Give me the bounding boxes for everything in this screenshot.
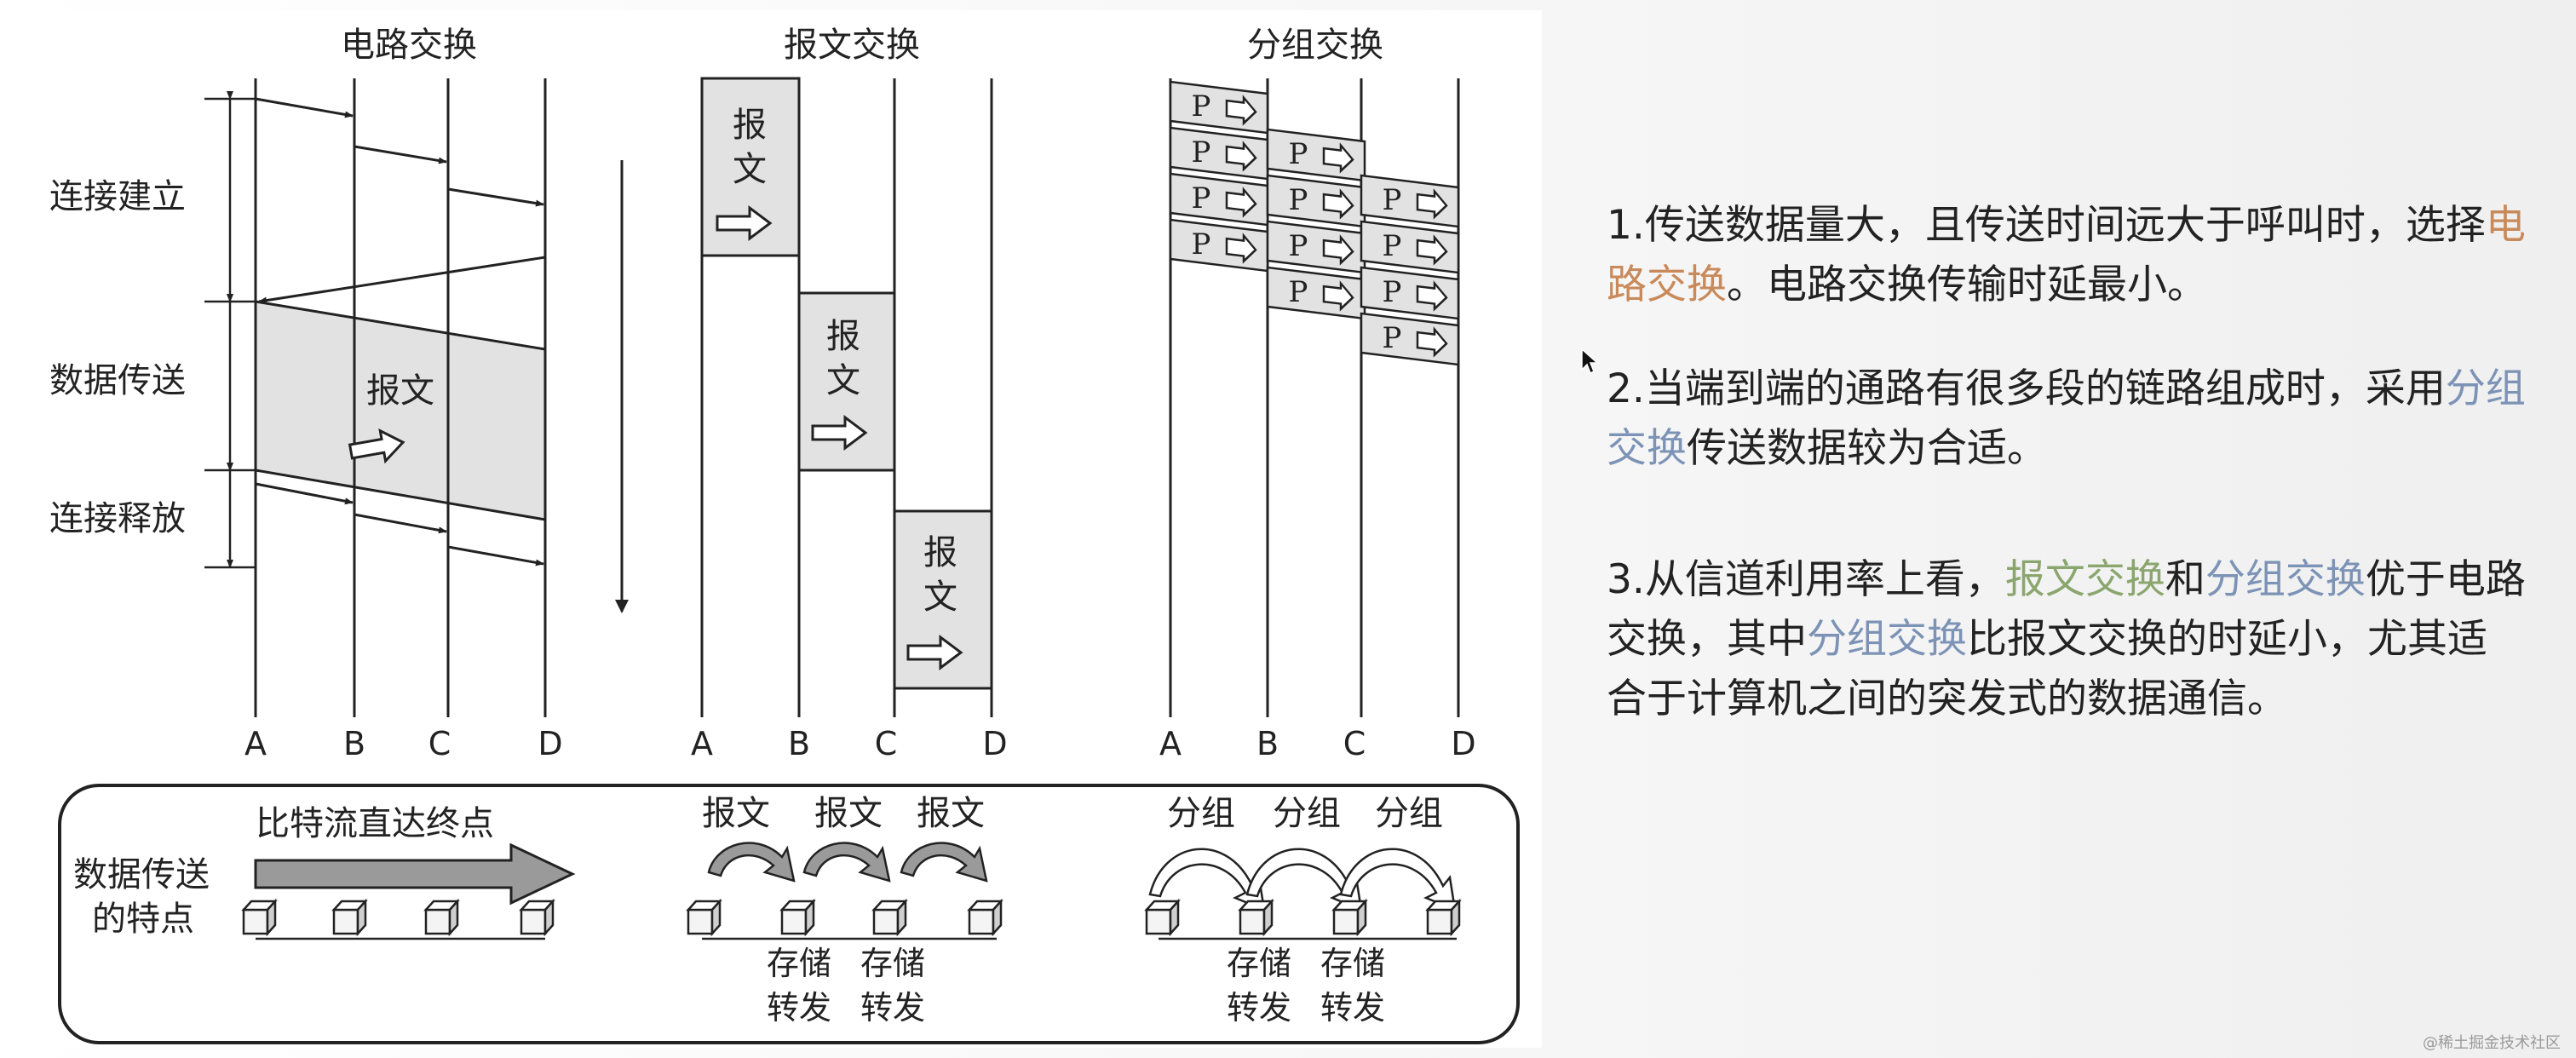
svg-text:报文: 报文 <box>917 794 985 833</box>
svg-text:文: 文 <box>733 150 767 189</box>
highlight-packet: 分组交换 <box>2205 556 2366 603</box>
note-2: 2.当端到端的通路有很多段的链路组成时，采用分组交换传送数据较为合适。 <box>1607 365 2526 472</box>
switching-diagram: 电路交换 报文 连接建立 数据传送 连接释放 A B C D 报文交换 <box>49 26 1520 1044</box>
packet-label: P <box>1192 181 1211 216</box>
highlight-message: 报文交换 <box>2004 556 2165 603</box>
svg-text:文: 文 <box>923 578 957 617</box>
packet-title: 分组交换 <box>1247 26 1383 65</box>
packet-label: P <box>1289 137 1308 171</box>
features-row-label-2: 的特点 <box>92 900 194 939</box>
phase-setup-label: 连接建立 <box>49 177 186 216</box>
svg-text:报文: 报文 <box>814 794 883 833</box>
circuit-message-label: 报文 <box>366 371 434 411</box>
svg-text:报: 报 <box>733 106 767 145</box>
highlight-packet: 分组交换 <box>1607 365 2526 472</box>
message-node-c: C <box>875 725 898 762</box>
watermark: @稀土掘金技术社区 <box>2423 1034 2561 1052</box>
notes-panel: 1.传送数据量大，且传送时间远大于呼叫时，选择电路交换。电路交换传输时延最小。 … <box>1607 196 2527 729</box>
mouse-cursor-icon <box>1581 348 1599 375</box>
packet-label: P <box>1383 229 1402 263</box>
circuit-title: 电路交换 <box>341 26 477 65</box>
svg-text:存储: 存储 <box>1320 945 1385 982</box>
features-box: 数据传送 的特点 比特流直达终点 报文 报文 报文 存储 转发 存储 转发 分组… <box>58 784 1520 1044</box>
svg-text:转发: 转发 <box>1320 989 1385 1026</box>
svg-text:分组: 分组 <box>1375 794 1443 833</box>
note-3: 3.从信道利用率上看，报文交换和分组交换优于电路交换，其中分组交换比报文交换的时… <box>1607 556 2526 722</box>
message-node-d: D <box>982 725 1007 762</box>
packet-label: P <box>1192 89 1211 124</box>
svg-text:分组: 分组 <box>1167 794 1235 833</box>
packet-label: P <box>1289 229 1308 263</box>
phase-transfer-label: 数据传送 <box>49 361 186 400</box>
note-1: 1.传送数据量大，且传送时间远大于呼叫时，选择电路交换。电路交换传输时延最小。 <box>1607 202 2526 308</box>
svg-text:文: 文 <box>826 361 860 400</box>
packet-label: P <box>1383 321 1402 355</box>
svg-text:转发: 转发 <box>1227 989 1291 1026</box>
svg-text:转发: 转发 <box>767 989 831 1026</box>
svg-text:报: 报 <box>826 317 860 356</box>
packet-node-a: A <box>1159 725 1182 762</box>
packet-label: P <box>1192 227 1211 262</box>
packet-label: P <box>1383 183 1402 217</box>
packet-label: P <box>1289 275 1308 309</box>
svg-text:报文: 报文 <box>702 794 770 833</box>
circuit-feature-caption: 比特流直达终点 <box>256 804 494 843</box>
message-node-b: B <box>788 725 810 762</box>
svg-text:转发: 转发 <box>860 989 925 1026</box>
svg-text:存储: 存储 <box>767 945 831 982</box>
highlight-packet: 分组交换 <box>1807 616 1967 663</box>
packet-node-b: B <box>1256 725 1279 762</box>
message-switching-panel: 报文交换 报 文 报 文 报 文 A B C D <box>691 26 1008 762</box>
svg-text:存储: 存储 <box>860 945 925 982</box>
packet-label: P <box>1289 183 1308 217</box>
packet-label: P <box>1383 275 1402 309</box>
features-row-label-1: 数据传送 <box>73 855 210 894</box>
message-title: 报文交换 <box>784 26 920 65</box>
packet-label: P <box>1192 135 1211 170</box>
circuit-node-a: A <box>244 725 267 762</box>
svg-text:分组: 分组 <box>1273 794 1341 833</box>
packet-node-d: D <box>1451 725 1475 762</box>
message-node-a: A <box>691 725 713 762</box>
bitstream-arrow <box>254 842 576 906</box>
circuit-node-b: B <box>343 725 365 762</box>
circuit-node-c: C <box>428 725 451 762</box>
circuit-switching-panel: 电路交换 报文 连接建立 数据传送 连接释放 A B C D <box>49 26 563 762</box>
phase-release-label: 连接释放 <box>49 499 186 538</box>
packet-node-c: C <box>1343 725 1366 762</box>
svg-text:报: 报 <box>923 533 957 572</box>
circuit-node-d: D <box>538 725 562 762</box>
svg-text:存储: 存储 <box>1227 945 1291 982</box>
highlight-circuit: 电路交换 <box>1607 202 2526 308</box>
